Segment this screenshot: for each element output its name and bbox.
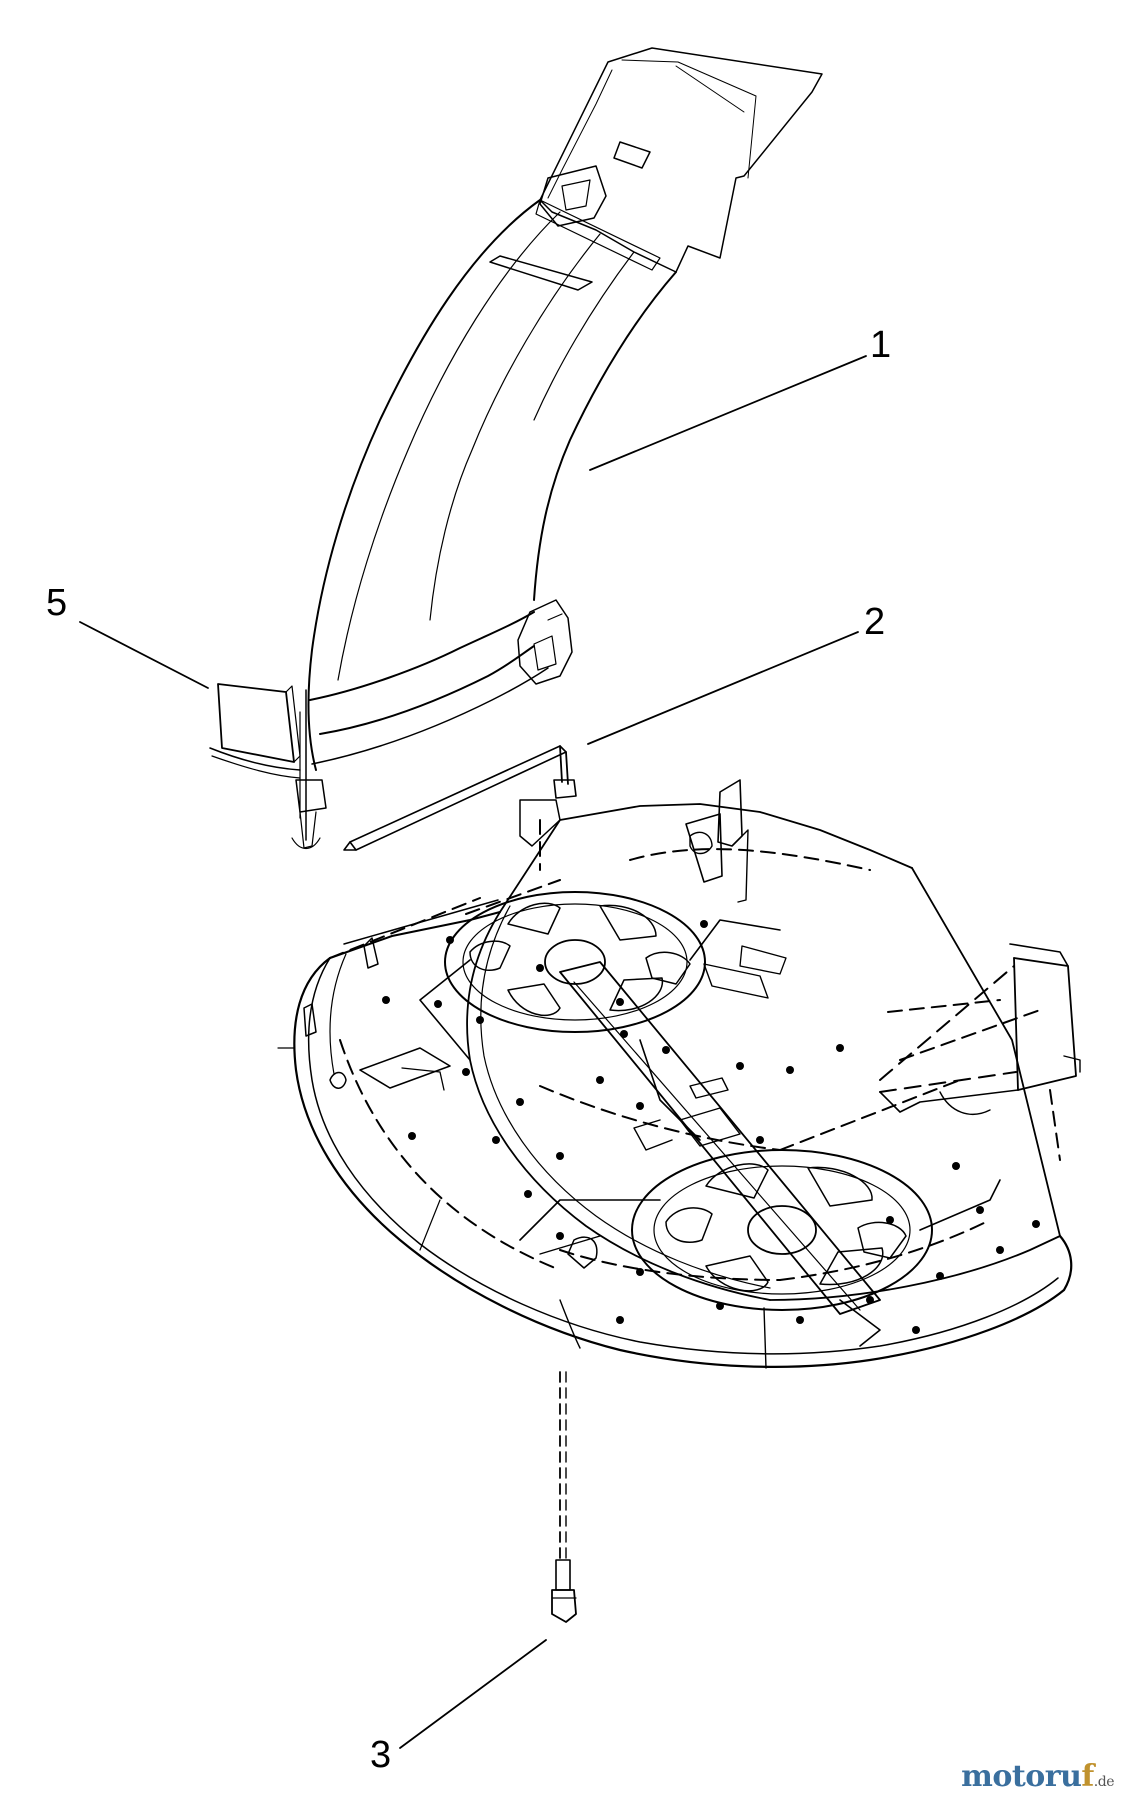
rod [343, 745, 577, 851]
watermark-logo: motoruf.de [961, 1759, 1114, 1794]
bolt [551, 1371, 577, 1623]
callout-3: 3 [370, 1734, 392, 1776]
discharge-chute [209, 47, 823, 850]
callout-5: 5 [46, 582, 68, 624]
leader-lines [79, 355, 867, 1749]
mower-deck [293, 779, 1081, 1369]
callout-2: 2 [864, 601, 886, 643]
callout-1: 1 [870, 324, 892, 366]
deck-holes [382, 920, 1040, 1334]
watermark-tld: .de [1093, 1774, 1115, 1790]
chute-plate [217, 683, 301, 763]
watermark-main: motoru [961, 1759, 1082, 1794]
watermark-accent: f [1081, 1759, 1094, 1794]
